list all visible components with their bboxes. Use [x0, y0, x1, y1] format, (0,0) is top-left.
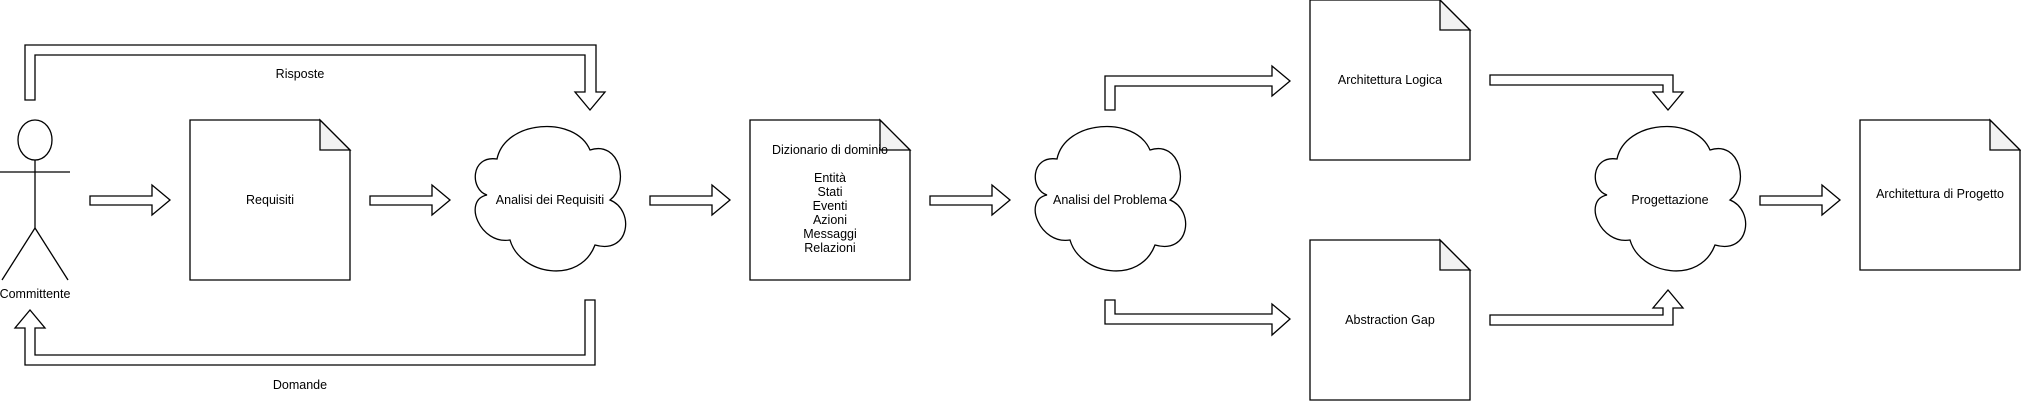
analisi-problema-label: Analisi del Problema	[1053, 193, 1167, 207]
dizionario-item: Eventi	[813, 199, 848, 213]
requisiti-shape	[189, 119, 351, 281]
architettura-logica-shape	[1309, 0, 1471, 161]
actor-right-leg	[34, 227, 69, 281]
actor-head	[17, 119, 53, 161]
arrow-logica-progettazione	[1489, 74, 1685, 112]
dizionario-title: Dizionario di dominio	[772, 143, 888, 157]
risposte-arrow	[24, 44, 607, 112]
analisi-requisiti-shape	[474, 125, 627, 272]
progettazione-label: Progettazione	[1631, 193, 1708, 207]
analisi-requisiti-cloud[interactable]: Analisi dei Requisiti	[474, 125, 627, 272]
dizionario-item: Azioni	[813, 213, 847, 227]
analisi-problema-cloud[interactable]: Analisi del Problema	[1034, 125, 1187, 272]
domande-edge[interactable]: Domande	[13, 299, 596, 392]
arrow-dizionario-problema	[929, 183, 1012, 217]
dizionario-item: Stati	[817, 185, 842, 199]
requisiti-fold	[319, 118, 352, 151]
dizionario-note[interactable]: Dizionario di dominio Entità Stati Event…	[749, 118, 912, 281]
architettura-logica-label: Architettura Logica	[1338, 73, 1442, 87]
committente-label: Committente	[0, 287, 70, 301]
arrow-committente-requisiti	[89, 183, 172, 217]
architettura-progetto-label: Architettura di Progetto	[1876, 187, 2004, 201]
analisi-problema-shape	[1034, 125, 1187, 272]
actor-left-leg	[1, 227, 36, 281]
abstraction-gap-shape	[1309, 239, 1471, 401]
arrow-analisi-dizionario	[649, 183, 732, 217]
requisiti-label: Requisiti	[246, 193, 294, 207]
arrow-problema-architettura-logica	[1104, 64, 1292, 111]
dizionario-item: Relazioni	[804, 241, 855, 255]
domande-arrow	[13, 299, 596, 366]
dizionario-fold	[879, 118, 912, 151]
risposte-edge[interactable]: Risposte	[24, 44, 607, 112]
dizionario-item: Messaggi	[803, 227, 857, 241]
architettura-progetto-shape	[1859, 119, 2021, 271]
arrow-problema-abstraction-gap	[1104, 299, 1291, 337]
dizionario-item: Entità	[814, 171, 846, 185]
architettura-logica-note[interactable]: Architettura Logica	[1309, 0, 1472, 161]
architettura-progetto-fold	[1989, 118, 2021, 151]
abstraction-gap-label: Abstraction Gap	[1345, 313, 1435, 327]
architettura-logica-fold	[1439, 0, 1472, 31]
arrow-gap-progettazione	[1489, 288, 1685, 326]
analisi-requisiti-label: Analisi dei Requisiti	[496, 193, 604, 207]
risposte-label: Risposte	[276, 67, 325, 81]
arrow-requisiti-analisi	[369, 183, 452, 217]
architettura-progetto-note[interactable]: Architettura di Progetto	[1859, 118, 2021, 271]
committente-actor[interactable]: Committente	[0, 119, 70, 301]
abstraction-gap-note[interactable]: Abstraction Gap	[1309, 238, 1472, 401]
arrow-progettazione-architettura-progetto	[1759, 183, 1842, 217]
abstraction-gap-fold	[1439, 238, 1472, 271]
requisiti-note[interactable]: Requisiti	[189, 118, 352, 281]
dizionario-shape	[749, 119, 911, 281]
progettazione-shape	[1594, 125, 1747, 272]
domande-label: Domande	[273, 378, 327, 392]
progettazione-cloud[interactable]: Progettazione	[1594, 125, 1747, 272]
